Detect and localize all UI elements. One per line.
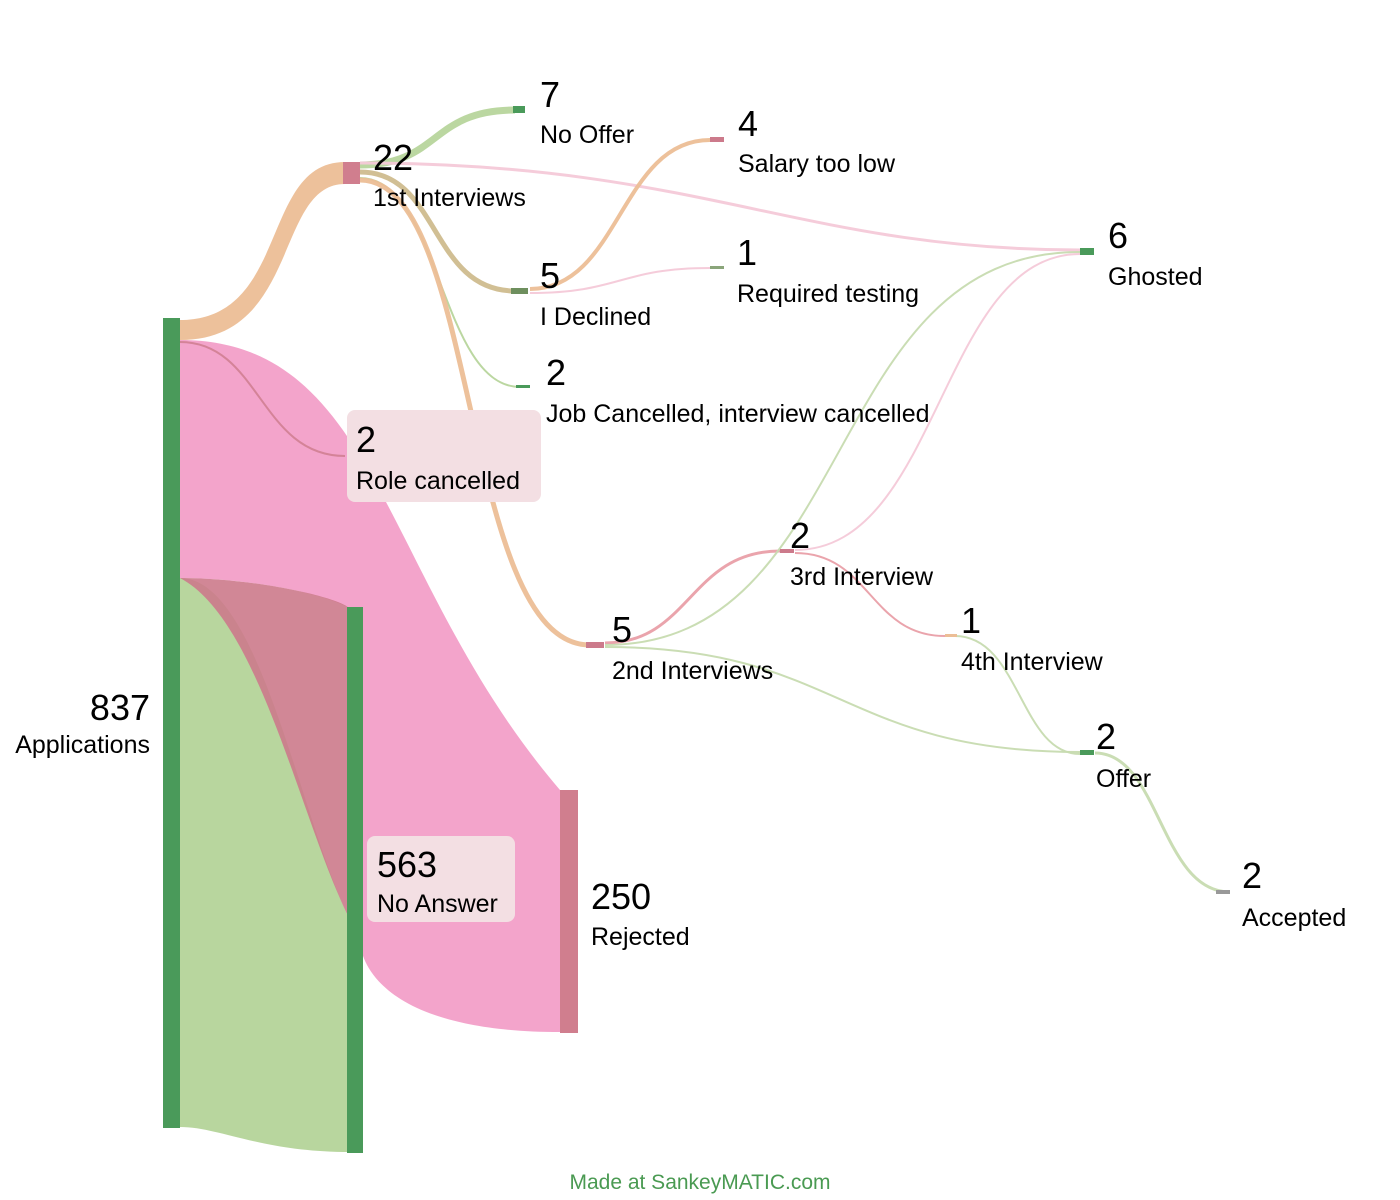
flow-offer-to-accepted xyxy=(1094,751,1231,894)
node-label-offer: 2 Offer xyxy=(1096,716,1151,793)
node-bar-offer xyxy=(1080,750,1094,755)
node-value-rejected: 250 xyxy=(591,876,651,917)
node-bar-third-interview xyxy=(780,549,794,553)
node-name-salary-too-low: Salary too low xyxy=(738,150,896,178)
node-name-ghosted: Ghosted xyxy=(1108,263,1203,291)
node-label-ghosted: 6 Ghosted xyxy=(1108,215,1203,291)
node-bar-no-answer xyxy=(347,607,363,1153)
flow-1st-to-ghosted xyxy=(359,161,1081,252)
flow-rejected-overlap xyxy=(180,578,350,920)
node-label-fourth-interview: 1 4th Interview xyxy=(961,600,1104,676)
node-label-i-declined: 5 I Declined xyxy=(540,255,651,331)
node-label-third-interview: 2 3rd Interview xyxy=(790,515,934,591)
node-value-applications: 837 xyxy=(90,687,150,728)
flow-2nd-to-ghosted xyxy=(604,251,1081,646)
node-bar-rejected xyxy=(560,790,578,1033)
node-value-offer: 2 xyxy=(1096,716,1116,757)
node-name-accepted: Accepted xyxy=(1242,904,1346,932)
flow-applications-to-1st-interviews xyxy=(180,162,345,340)
node-label-job-cancelled: 2 Job Cancelled, interview cancelled xyxy=(546,352,930,428)
node-name-role-cancelled: Role cancelled xyxy=(356,467,520,495)
node-value-ghosted: 6 xyxy=(1108,215,1128,256)
node-name-rejected: Rejected xyxy=(591,923,690,951)
node-value-fourth-interview: 1 xyxy=(961,600,981,641)
label-background xyxy=(367,836,515,922)
node-value-i-declined: 5 xyxy=(540,255,560,296)
flow-1st-to-i-declined xyxy=(359,169,516,294)
flow-3rd-to-4th xyxy=(794,552,946,637)
node-value-second-interviews: 5 xyxy=(612,609,632,650)
node-label-applications: 837 Applications xyxy=(15,687,150,759)
node-value-no-offer: 7 xyxy=(540,74,560,115)
node-label-salary-too-low: 4 Salary too low xyxy=(738,103,896,178)
node-name-offer: Offer xyxy=(1096,765,1151,793)
flow-4th-to-offer xyxy=(954,635,1081,755)
node-value-no-answer: 563 xyxy=(377,844,437,885)
flow-i-declined-to-required-testing xyxy=(529,267,711,294)
node-bar-no-offer xyxy=(513,106,525,113)
node-name-first-interviews: 1st Interviews xyxy=(373,184,526,212)
flow-applications-to-role-cancelled xyxy=(179,341,346,457)
node-bar-job-cancelled xyxy=(516,385,530,388)
flow-i-declined-to-salary xyxy=(529,138,711,291)
node-name-i-declined: I Declined xyxy=(540,303,651,331)
node-label-accepted: 2 Accepted xyxy=(1242,855,1346,932)
node-bar-first-interviews xyxy=(343,162,360,184)
flow-3rd-to-ghosted xyxy=(794,253,1081,551)
node-name-required-testing: Required testing xyxy=(737,280,919,308)
node-bar-salary-too-low xyxy=(710,137,724,142)
node-name-fourth-interview: 4th Interview xyxy=(961,648,1104,676)
node-bar-accepted xyxy=(1216,890,1230,894)
node-value-required-testing: 1 xyxy=(737,232,757,273)
node-bar-applications xyxy=(163,318,180,1128)
node-bar-required-testing xyxy=(710,266,724,269)
node-name-no-answer: No Answer xyxy=(377,890,498,918)
node-label-second-interviews: 5 2nd Interviews xyxy=(612,609,773,685)
node-value-accepted: 2 xyxy=(1242,855,1262,896)
flows xyxy=(179,106,1231,1152)
node-name-job-cancelled: Job Cancelled, interview cancelled xyxy=(546,400,930,428)
node-name-third-interview: 3rd Interview xyxy=(790,563,934,591)
node-value-third-interview: 2 xyxy=(790,515,810,556)
node-label-required-testing: 1 Required testing xyxy=(737,232,919,308)
flow-applications-to-no-answer xyxy=(180,578,350,1152)
nodes xyxy=(163,106,1230,1153)
node-value-salary-too-low: 4 xyxy=(738,103,758,144)
flow-2nd-to-offer xyxy=(604,646,1081,753)
node-label-no-offer: 7 No Offer xyxy=(540,74,634,149)
labels: 837 Applications 22 1st Interviews 7 No … xyxy=(15,74,1346,951)
node-name-no-offer: No Offer xyxy=(540,121,634,149)
node-value-job-cancelled: 2 xyxy=(546,352,566,393)
node-label-role-cancelled: 2 Role cancelled xyxy=(347,410,541,502)
node-label-first-interviews: 22 1st Interviews xyxy=(373,137,526,212)
node-label-no-answer: 563 No Answer xyxy=(367,836,515,922)
node-name-second-interviews: 2nd Interviews xyxy=(612,657,773,685)
node-label-rejected: 250 Rejected xyxy=(591,876,690,951)
node-name-applications: Applications xyxy=(15,731,150,759)
node-bar-i-declined xyxy=(511,288,528,294)
footer-credit[interactable]: Made at SankeyMATIC.com xyxy=(569,1171,830,1194)
node-value-role-cancelled: 2 xyxy=(356,419,376,460)
node-bar-ghosted xyxy=(1080,248,1094,255)
node-bar-second-interviews xyxy=(586,642,604,648)
node-bar-fourth-interview xyxy=(945,634,957,637)
flow-2nd-to-3rd xyxy=(604,549,781,645)
label-background xyxy=(347,410,541,502)
node-value-first-interviews: 22 xyxy=(373,137,413,178)
